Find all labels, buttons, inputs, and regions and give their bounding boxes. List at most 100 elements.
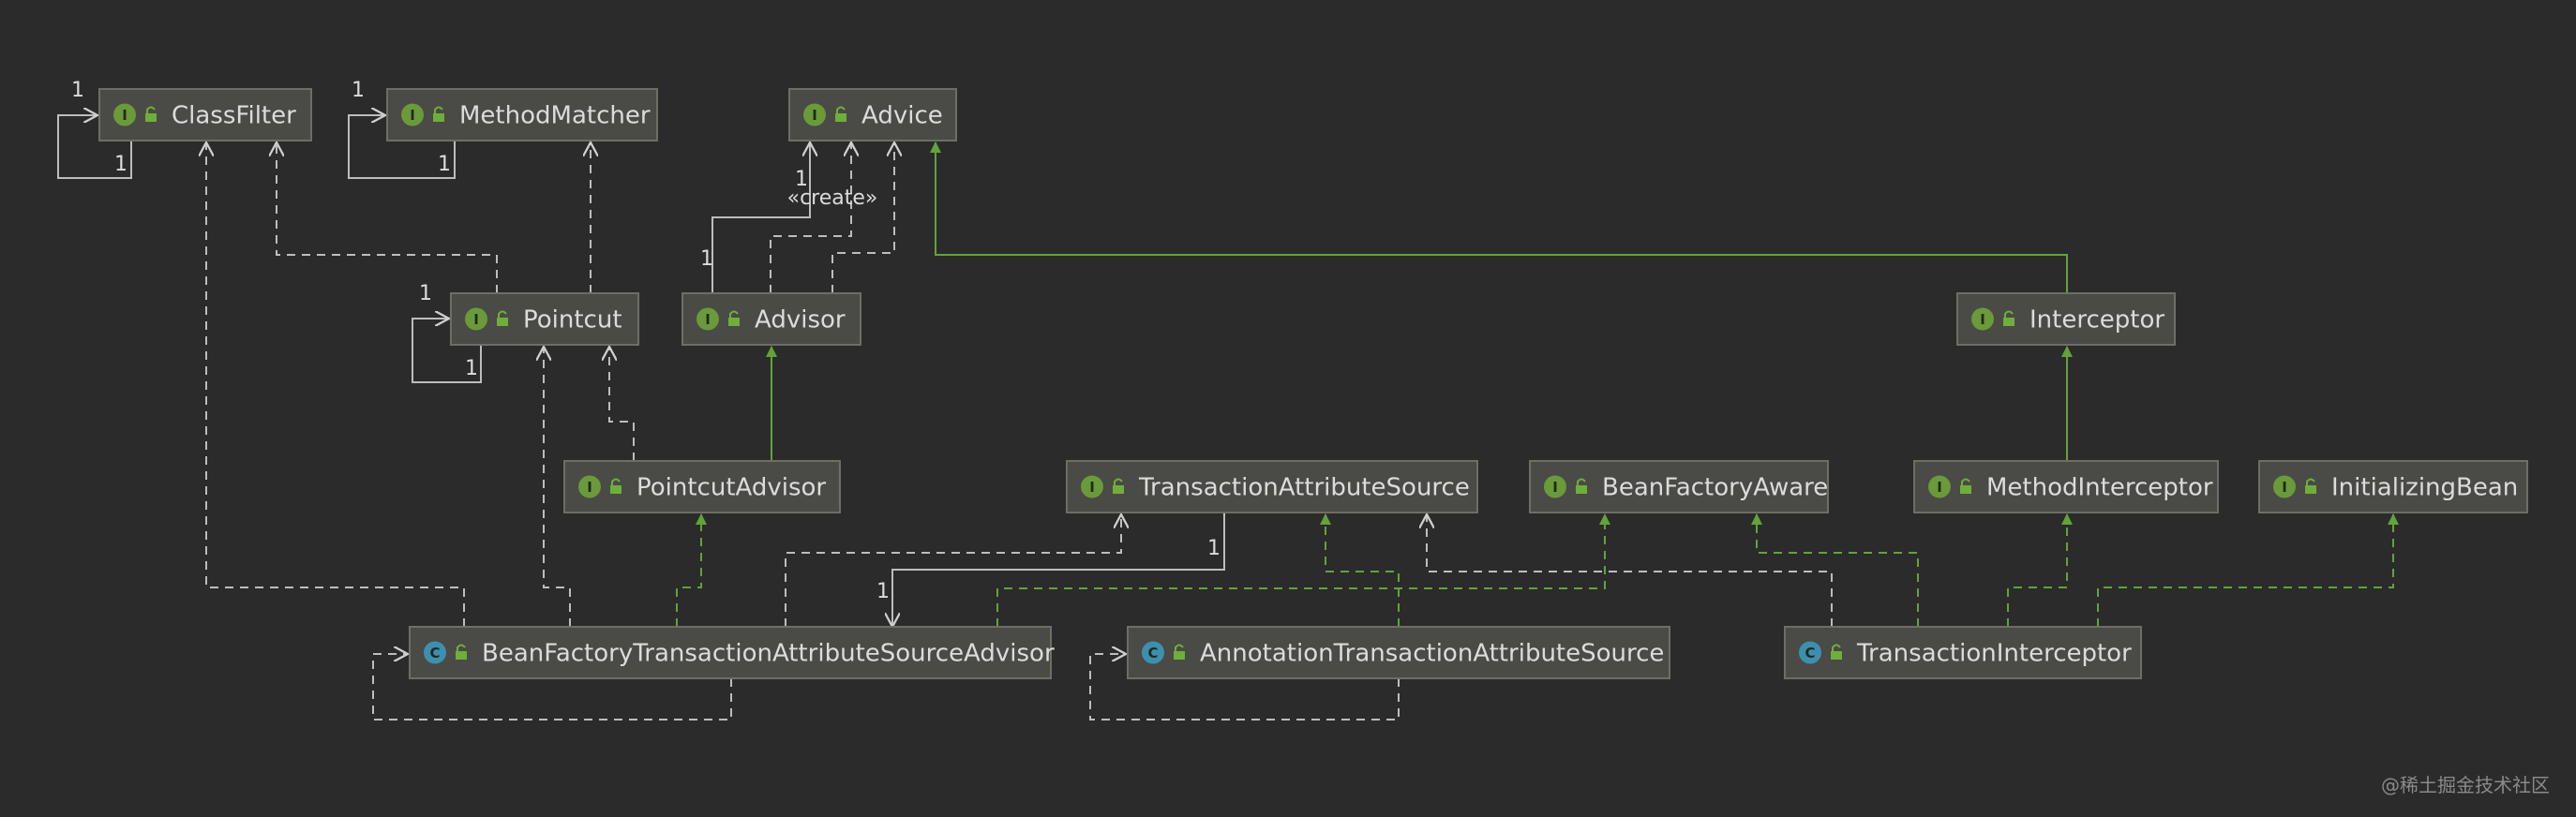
class-filter-label: ClassFilter	[172, 102, 296, 130]
interface-icon: I	[113, 103, 136, 126]
pointcut-self-association-multiplicity-1: 1	[419, 282, 432, 305]
pointcut-advisor-label: PointcutAdvisor	[637, 474, 826, 502]
method-matcher-node[interactable]: I MethodMatcher	[386, 88, 658, 141]
initializing-bean-box	[2258, 460, 2528, 513]
svg-text:I: I	[2282, 479, 2287, 496]
public-lock-icon	[1576, 478, 1587, 494]
interface-icon: I	[803, 103, 826, 126]
public-lock-icon	[2003, 310, 2014, 326]
class-icon: C	[1799, 641, 1821, 664]
bean-factory-aware-node[interactable]: I BeanFactoryAware	[1529, 460, 1829, 513]
method-matcher-label: MethodMatcher	[459, 102, 651, 130]
svg-text:I: I	[122, 107, 127, 124]
advisor-advice-association-line	[712, 142, 810, 293]
public-lock-icon	[2305, 478, 2316, 494]
interface-icon: I	[1928, 475, 1951, 498]
interceptor-advice-inheritance-line	[930, 141, 2068, 293]
method-interceptor-label: MethodInterceptor	[1986, 474, 2213, 502]
btasadvisor-beanfactoryaware-impl-line	[996, 513, 1610, 627]
methodmatcher-self-association-multiplicity-1: 1	[352, 79, 365, 102]
classfilter-self-association-multiplicity-2: 1	[114, 153, 127, 176]
pointcut-advisor-node[interactable]: I PointcutAdvisor	[563, 460, 841, 513]
btasadvisor-tas-association: 11	[876, 514, 1224, 627]
methodmatcher-self-association-line	[348, 115, 455, 179]
interface-icon: I	[401, 103, 424, 126]
atas-tas-impl-line	[1320, 513, 1400, 627]
pointcut-self-association: 11	[412, 282, 481, 383]
svg-text:C: C	[429, 645, 440, 661]
svg-text:I: I	[473, 311, 479, 328]
transaction-attribute-source-box	[1066, 460, 1478, 513]
advisor-advice-dependency-line	[831, 142, 894, 293]
svg-text:I: I	[705, 311, 711, 328]
watermark: @稀土掘金技术社区	[2381, 774, 2550, 796]
public-lock-icon	[728, 310, 740, 326]
svg-text:C: C	[1805, 645, 1815, 661]
ti-methodinterceptor-impl-line	[2007, 513, 2073, 627]
interface-icon: I	[2273, 475, 2296, 498]
btasadvisor-pointcutadvisor-impl	[676, 513, 707, 627]
pointcutadvisor-pointcut-dependency-line	[609, 347, 635, 461]
transaction-interceptor-label: TransactionInterceptor	[1856, 640, 2132, 668]
svg-text:I: I	[1552, 479, 1558, 496]
svg-text:I: I	[1089, 479, 1095, 496]
transaction-attribute-source-label: TransactionAttributeSource	[1138, 474, 1470, 502]
advisor-advice-create-dependency: «create»	[770, 142, 877, 293]
public-lock-icon	[835, 106, 846, 122]
pointcutadvisor-pointcut-dependency	[609, 347, 635, 461]
methodmatcher-self-association: 11	[348, 79, 455, 179]
public-lock-icon	[1174, 644, 1185, 660]
transaction-interceptor-box	[1784, 626, 2142, 679]
svg-text:I: I	[1937, 479, 1942, 496]
svg-text:C: C	[1147, 645, 1158, 661]
class-icon: C	[424, 641, 446, 664]
btasadvisor-pointcutadvisor-impl-line	[676, 513, 707, 627]
methodmatcher-self-association-multiplicity-2: 1	[438, 153, 451, 176]
advice-label: Advice	[861, 102, 943, 130]
public-lock-icon	[433, 106, 444, 122]
transaction-interceptor-node[interactable]: C TransactionInterceptor	[1784, 626, 2142, 679]
public-lock-icon	[497, 310, 508, 326]
bean-factory-aware-label: BeanFactoryAware	[1602, 474, 1828, 502]
ti-initializingbean-impl	[2097, 513, 2399, 627]
classfilter-self-association: 11	[57, 79, 131, 179]
btasadvisor-tas-association-multiplicity-2: 1	[876, 580, 890, 603]
svg-text:I: I	[812, 107, 817, 124]
pointcut-self-association-line	[412, 319, 481, 383]
annotation-transaction-attribute-source-box	[1127, 626, 1670, 679]
advisor-advice-create-dependency-line	[770, 142, 851, 293]
pointcut-classfilter-dependency-line	[277, 142, 498, 293]
interface-icon: I	[578, 475, 601, 498]
method-interceptor-node[interactable]: I MethodInterceptor	[1913, 460, 2219, 513]
annotation-transaction-attribute-source-node[interactable]: C AnnotationTransactionAttributeSource	[1127, 626, 1670, 679]
btasadvisor-classfilter-dependency	[206, 142, 465, 627]
ti-methodinterceptor-impl	[2007, 513, 2073, 627]
interface-icon: I	[696, 307, 719, 331]
public-lock-icon	[1960, 478, 1971, 494]
annotation-transaction-attribute-source-label: AnnotationTransactionAttributeSource	[1200, 640, 1664, 668]
public-lock-icon	[1113, 478, 1124, 494]
interface-icon: I	[1971, 307, 1994, 331]
advisor-advice-association: 11	[700, 142, 810, 293]
btasadvisor-beanfactoryaware-impl	[996, 513, 1610, 627]
svg-text:I: I	[1980, 311, 1985, 328]
classfilter-self-association-line	[57, 115, 131, 179]
interface-icon: I	[465, 307, 487, 331]
pointcut-classfilter-dependency	[277, 142, 498, 293]
class-filter-node[interactable]: I ClassFilter	[98, 88, 312, 141]
ti-beanfactoryaware-impl	[1751, 513, 1919, 627]
transaction-attribute-source-node[interactable]: I TransactionAttributeSource	[1066, 460, 1478, 513]
advisor-advice-association-multiplicity-2: 1	[795, 168, 808, 191]
public-lock-icon	[145, 106, 157, 122]
advice-node[interactable]: I Advice	[788, 88, 957, 141]
ti-tas-dependency	[1427, 514, 1833, 627]
public-lock-icon	[456, 644, 467, 660]
btasadvisor-classfilter-dependency-line	[206, 142, 465, 627]
